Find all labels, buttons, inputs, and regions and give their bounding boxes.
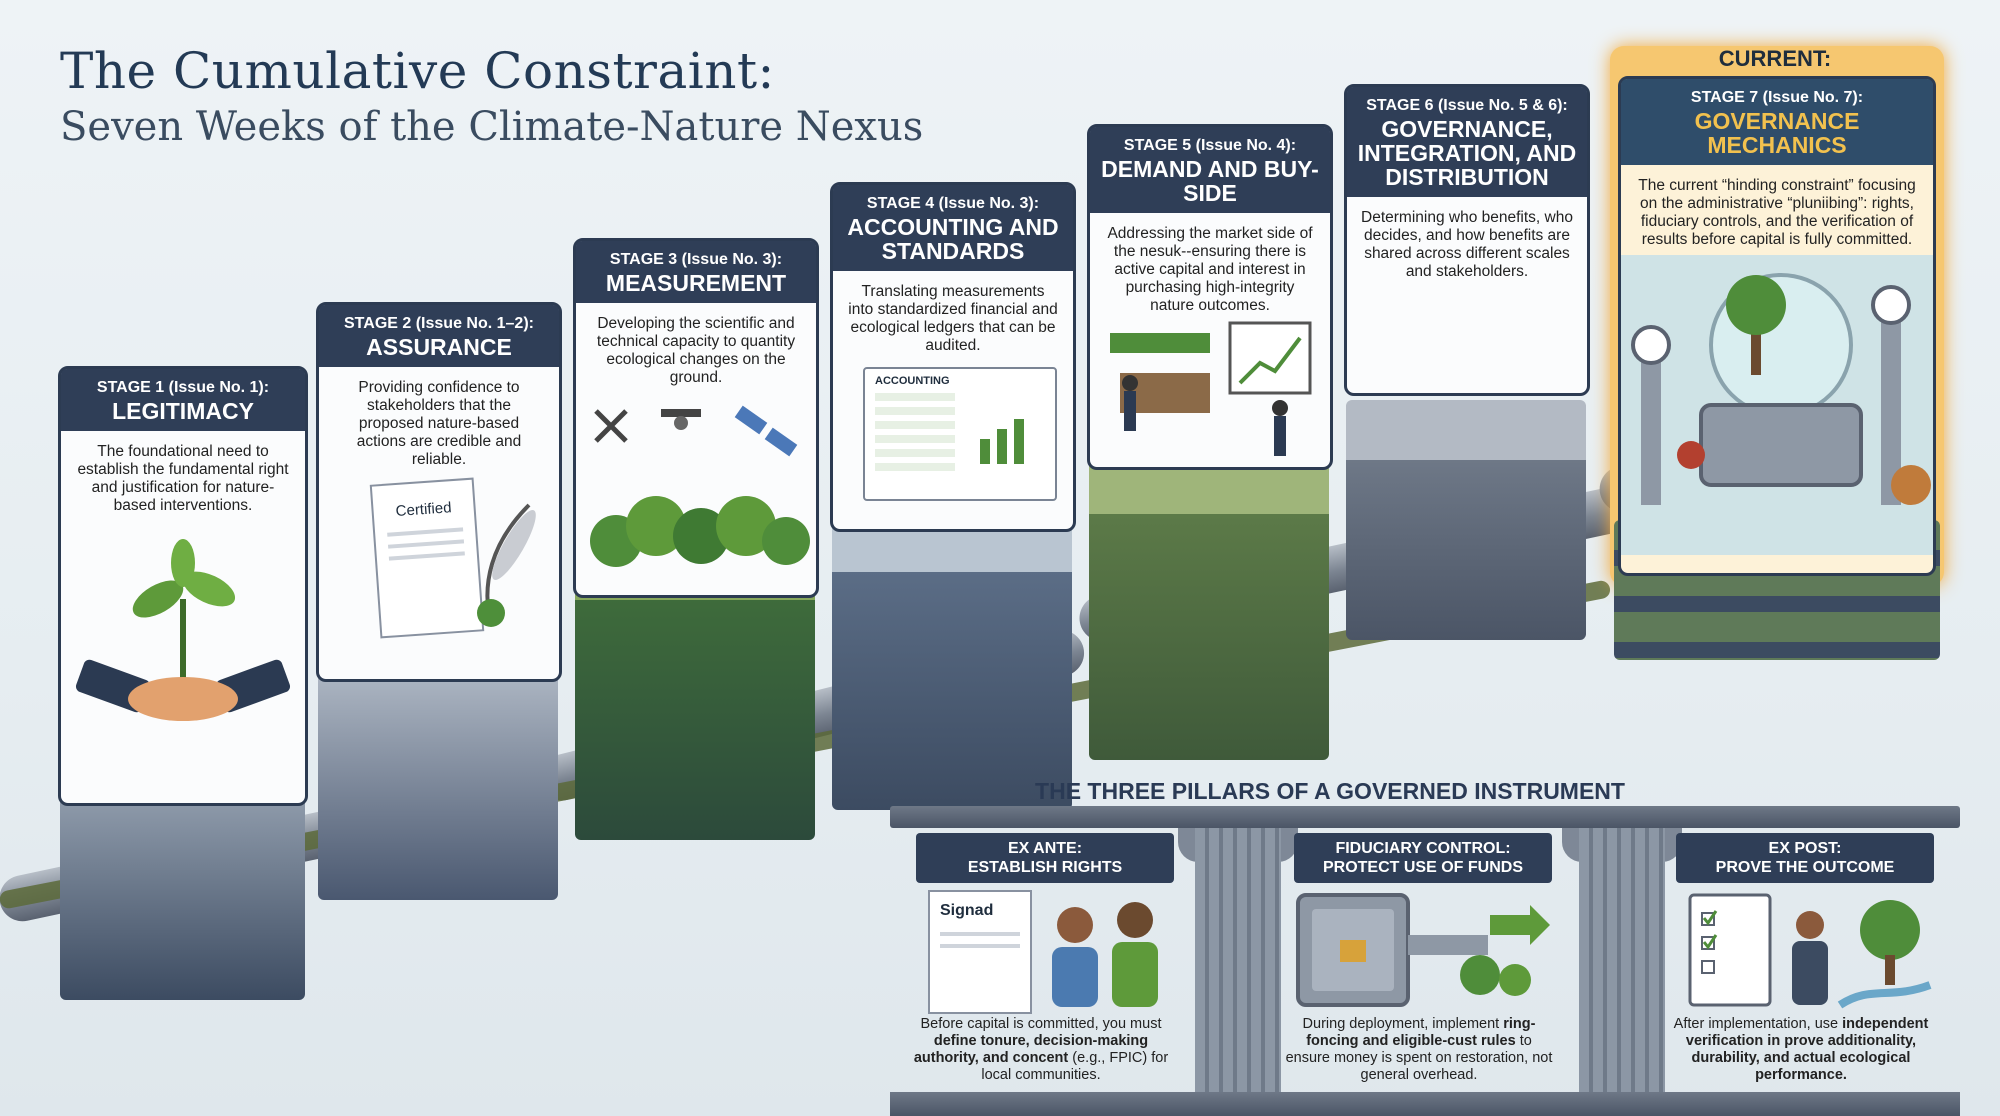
certificate-document: Certified [369,477,485,639]
stage-7-card: STAGE 7 (Issue No. 7): GOVERNANCE MECHAN… [1618,76,1936,576]
pillars-title: THE THREE PILLARS OF A GOVERNED INSTRUME… [1035,778,1625,804]
stage-3-name: MEASUREMENT [605,270,787,296]
page-subtitle: Seven Weeks of the Climate-Nature Nexus [60,104,924,150]
signed-document: Signad [928,890,1032,1014]
current-label: CURRENT: [1718,46,1832,71]
stage-2-header: STAGE 2 (Issue No. 1–2): ASSURANCE [319,305,559,367]
stage-5-name: DEMAND AND BUY-SIDE [1101,156,1319,206]
stage-1-name: LEGITIMACY [112,398,254,424]
pillar-1-header: EX ANTE: ESTABLISH RIGHTS [916,833,1174,883]
stage-2-card: STAGE 2 (Issue No. 1–2): ASSURANCE Provi… [316,302,562,682]
stage-5-card: STAGE 5 (Issue No. 4): DEMAND AND BUY-SI… [1087,124,1333,470]
stage-2-name: ASSURANCE [366,334,512,360]
stage-3-desc: Developing the scientific and technical … [596,315,796,386]
pillar-3-head1: EX POST: [1768,840,1842,857]
stage-6-desc: Determining who benefits, who decides, a… [1361,209,1573,280]
stage-5-block [1089,460,1329,760]
stage-6-header: STAGE 6 (Issue No. 5 & 6): GOVERNANCE, I… [1347,87,1587,197]
stage-6-sub: STAGE 6 (Issue No. 5 & 6): [1366,97,1568,114]
stage-1-card: STAGE 1 (Issue No. 1): LEGITIMACY The fo… [58,366,308,806]
stage-7-sub: STAGE 7 (Issue No. 7): [1690,89,1864,106]
stage-4-name: ACCOUNTING AND STANDARDS [847,214,1059,264]
pillar-2-text: During deployment, implement ring-foncin… [1285,1016,1553,1083]
certificate-label: Certified [395,499,453,521]
pillar-1-head1: EX ANTE: [1007,840,1083,857]
stage-4-block [832,520,1072,810]
stage-4-sub: STAGE 4 (Issue No. 3): [866,195,1040,212]
ledger-label: ACCOUNTING [875,375,950,387]
handshake-sprout-icon [75,539,291,721]
pillar-2-head2: PROTECT USE OF FUNDS [1322,859,1523,876]
pillar-3-head2: PROVE THE OUTCOME [1715,859,1895,876]
pillar-1-text: Before capital is committed, you must de… [913,1016,1169,1083]
stage-5-desc: Addressing the market side of the nesuk-… [1107,225,1313,314]
ledger-book: ACCOUNTING [863,367,1057,501]
stage-1-desc: The foundational need to establish the f… [77,443,289,514]
checklist-verification-icon [1688,893,1932,1009]
pillars-beam [890,806,1960,828]
stage-4-header: STAGE 4 (Issue No. 3): ACCOUNTING AND ST… [833,185,1073,271]
stage-7-name: GOVERNANCE MECHANICS [1694,108,1860,158]
stage-6-block [1346,400,1586,640]
stage-5-sub: STAGE 5 (Issue No. 4): [1123,137,1297,154]
market-stall-icon [1110,321,1312,456]
pillar-1-head2: ESTABLISH RIGHTS [967,859,1123,876]
stage-4-desc: Translating measurements into standardiz… [848,283,1058,354]
stage-3-card: STAGE 3 (Issue No. 3): MEASUREMENT Devel… [573,238,819,598]
stage-1-sub: STAGE 1 (Issue No. 1): [96,379,270,396]
safe-funds-icon [1296,893,1550,1007]
terrarium-machinery-icon [1621,255,1933,555]
stage-2-sub: STAGE 2 (Issue No. 1–2): [344,315,534,332]
stage-2-desc: Providing confidence to stakeholders tha… [356,379,522,468]
page-title: The Cumulative Constraint: [60,42,775,100]
pillar-column [1195,828,1281,1092]
pillar-column [1579,828,1665,1092]
stage-4-card: STAGE 4 (Issue No. 3): ACCOUNTING AND ST… [830,182,1076,532]
stage-1-header: STAGE 1 (Issue No. 1): LEGITIMACY [61,369,305,431]
pillars-base [890,1092,1960,1116]
pillar-2-header: FIDUCIARY CONTROL: PROTECT USE OF FUNDS [1294,833,1552,883]
stage-5-header: STAGE 5 (Issue No. 4): DEMAND AND BUY-SI… [1090,127,1330,213]
forest-drone-satellite-icon [590,405,810,567]
pillar-3-text: After implementation, use independent ve… [1673,1016,1929,1083]
stage-6-card: STAGE 6 (Issue No. 5 & 6): GOVERNANCE, I… [1344,84,1590,396]
stage-7-header: STAGE 7 (Issue No. 7): GOVERNANCE MECHAN… [1621,79,1933,165]
quill-seal-icon [477,503,536,627]
community-people-icon [1052,902,1158,1007]
pillar-2-head1: FIDUCIARY CONTROL: [1335,840,1511,857]
stage-3-header: STAGE 3 (Issue No. 3): MEASUREMENT [576,241,816,303]
signed-document-label: Signad [940,902,994,919]
stage-7-desc: The current “hinding constraint” focusin… [1638,177,1916,248]
stage-3-sub: STAGE 3 (Issue No. 3): [609,251,783,268]
pillar-3-header: EX POST: PROVE THE OUTCOME [1676,833,1934,883]
stage-6-name: GOVERNANCE, INTEGRATION, AND DISTRIBUTIO… [1357,116,1577,190]
